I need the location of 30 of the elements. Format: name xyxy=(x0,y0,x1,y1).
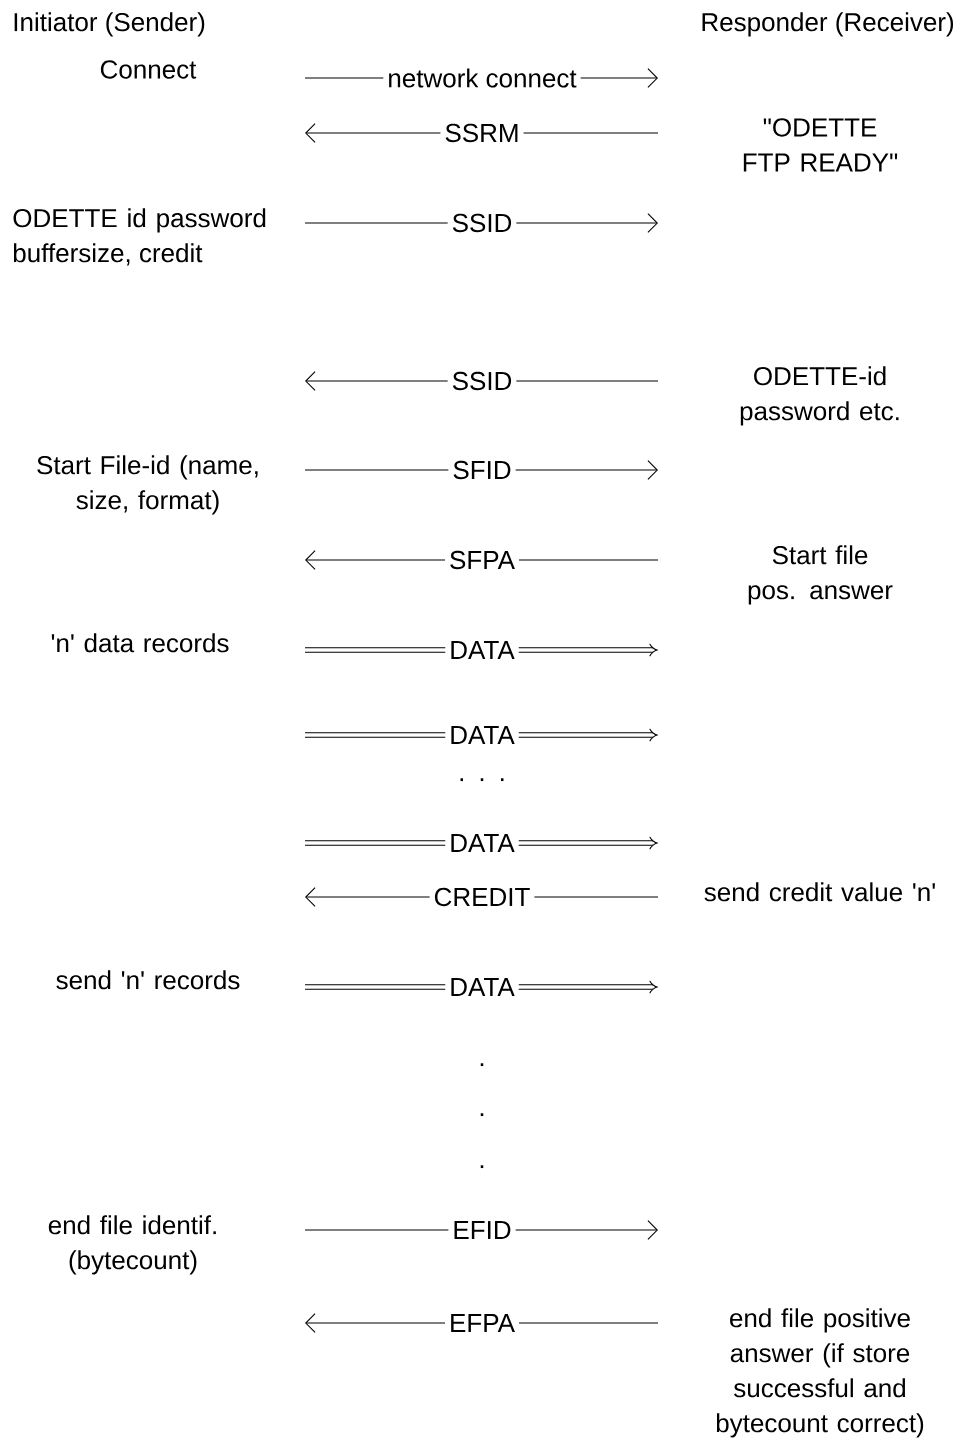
receiver-note: send credit value 'n' xyxy=(704,882,935,902)
column-heading: Responder (Receiver) xyxy=(702,12,954,37)
ellipsis: . . . xyxy=(460,778,504,782)
sender-note: 'n' data records xyxy=(51,633,229,653)
message-label: SFPA xyxy=(445,546,519,574)
message-label: SSID xyxy=(447,209,517,237)
receiver-note: end file positive answer (if store successful and bytecount correct) xyxy=(716,1308,924,1438)
sender-note: send 'n' records xyxy=(56,970,240,990)
ellipsis: . xyxy=(480,1113,484,1117)
sender-note: Connect xyxy=(100,60,197,79)
message-label: DATA xyxy=(445,830,519,856)
message-label: SSID xyxy=(447,367,517,395)
column-heading: Initiator (Sender) xyxy=(14,12,205,37)
sender-note: ODETTE id password buffersize, credit xyxy=(13,208,266,266)
message-label: DATA xyxy=(445,637,519,663)
message-label: network connect xyxy=(383,64,581,92)
sender-note: end file identif. (bytecount) xyxy=(48,1215,216,1275)
receiver-note: Start file pos. answer xyxy=(748,545,893,605)
ellipsis: . xyxy=(480,1165,484,1169)
message-label: SFID xyxy=(448,456,516,484)
message-label: DATA xyxy=(445,722,519,748)
sender-note: Start File-id (name, size, format) xyxy=(37,455,258,515)
message-label: CREDIT xyxy=(429,883,535,911)
receiver-note: ODETTE-id password etc. xyxy=(740,366,899,426)
message-label: SSRM xyxy=(440,119,524,147)
ellipsis: . xyxy=(480,1063,484,1067)
receiver-note: "ODETTE FTP READY" xyxy=(743,118,898,172)
message-label: DATA xyxy=(445,974,519,1000)
message-label: EFPA xyxy=(445,1310,519,1336)
message-label: EFID xyxy=(448,1217,516,1243)
